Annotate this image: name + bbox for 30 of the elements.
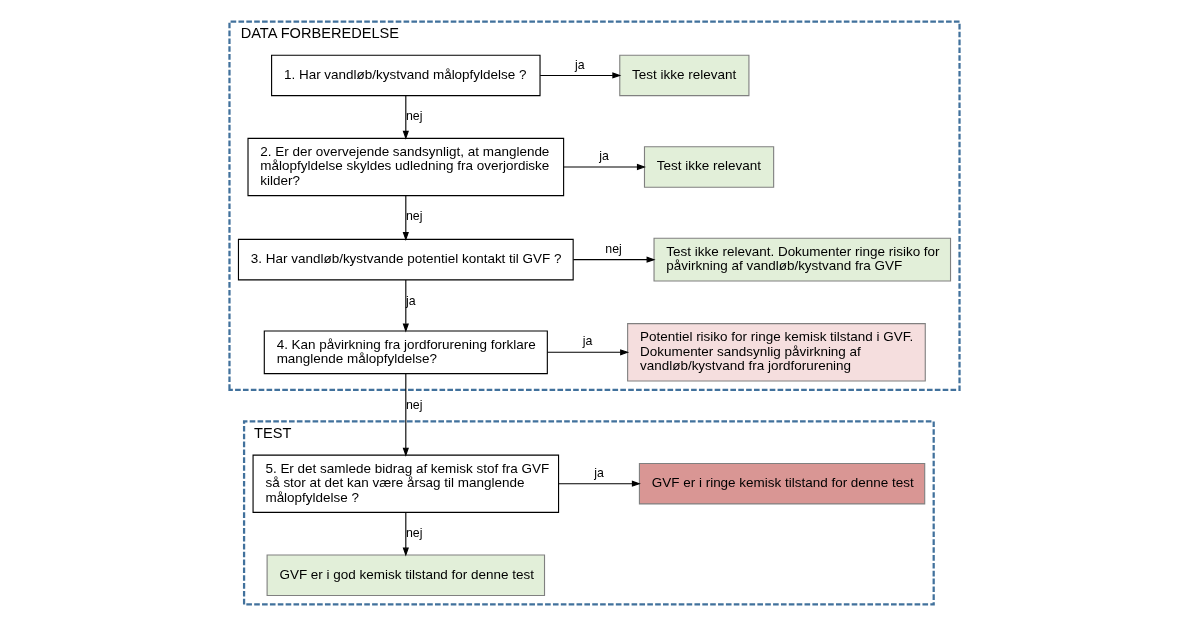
arrow	[402, 195, 409, 242]
node-box: 4. Kan påvirkning fra jordforurening forklare manglende målopfyldelse?	[263, 330, 548, 375]
edge-label: ja	[598, 149, 609, 164]
arrow	[562, 163, 646, 171]
arrow	[557, 480, 641, 487]
node-box: GVF er i ringe kemisk tilstand for denne test	[638, 462, 925, 505]
edge-label: ja	[582, 334, 592, 349]
edge-label: nej	[405, 525, 422, 540]
arrow	[539, 72, 621, 79]
arrow	[402, 373, 409, 457]
node-box: 5. Er det samlede bidrag af kemisk stof fra GVF så stor at det kan være årsag til manglende målopfyldelse ?	[252, 454, 559, 513]
edge-label: nej	[604, 241, 622, 256]
node-box: 1. Har vandløb/kystvand målopfyldelse ?	[270, 54, 541, 97]
arrow	[402, 279, 409, 333]
arrow	[572, 256, 656, 263]
arrow	[546, 349, 629, 356]
node-box: Test ikke relevant. Dokumenter ringe risiko for påvirkning af vandløb/kystvand fra GVF	[652, 237, 951, 282]
arrow	[402, 512, 409, 557]
node-box: GVF er i god kemisk tilstand for denne test	[266, 554, 545, 597]
node-box: Potentiel risiko for ringe kemisk tilstand i GVF. Dokumenter sandsynlig påvirkning af vandløb/kystvand fra jordforurening	[626, 323, 926, 382]
node-box: Test ikke relevant	[643, 146, 774, 188]
edge-label: nej	[405, 209, 422, 224]
edge-label: ja	[574, 57, 585, 72]
edge-label: ja	[593, 465, 604, 480]
edge-label: nej	[405, 397, 422, 412]
arrow	[402, 95, 409, 140]
node-box: 2. Er der overvejende sandsynligt, at manglende målopfyldelse skyldes udledning fra overjordiske kilder?	[246, 137, 564, 197]
node-box: Test ikke relevant	[618, 54, 749, 97]
node-box: 3. Har vandløb/kystvande potentiel kontakt til GVF ?	[237, 238, 574, 281]
edge-label: nej	[405, 109, 422, 124]
